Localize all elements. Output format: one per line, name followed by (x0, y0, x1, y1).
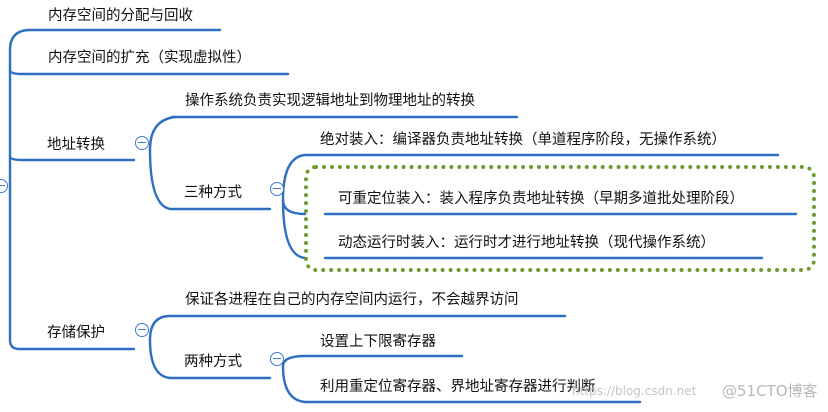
branch-n3b2 (281, 198, 307, 216)
branch-n3b3 (281, 198, 307, 260)
branch-n3b1 (281, 153, 307, 202)
node-os-responsible[interactable]: 操作系统负责实现逻辑地址到物理地址的转换 (185, 93, 475, 109)
node-relocation-registers[interactable]: 利用重定位寄存器、界地址寄存器进行判断 (320, 379, 596, 395)
three-ways-collapse-button[interactable] (270, 182, 284, 196)
node-dynamic-loading[interactable]: 动态运行时装入：运行时才进行地址转换（现代操作系统） (338, 235, 715, 251)
node-process-protection[interactable]: 保证各进程在自己的内存空间内运行，不会越界访问 (185, 292, 519, 308)
branch-trunk-2 (8, 184, 21, 351)
boundary-highlight (304, 165, 816, 272)
two-ways-collapse-button[interactable] (270, 352, 284, 366)
branch-n4b2 (281, 364, 307, 404)
branch-n3 (8, 154, 24, 162)
branch-n3a (148, 115, 177, 152)
node-address-translation[interactable]: 地址转换 (47, 137, 105, 153)
branch-n4a (148, 314, 172, 342)
node-two-ways[interactable]: 两种方式 (184, 354, 242, 370)
node-memory-expansion[interactable]: 内存空间的扩充（实现虚拟性） (48, 50, 251, 66)
node-relocatable-loading[interactable]: 可重定位装入：装入程序负责地址转换（早期多道批处理阶段） (338, 191, 744, 207)
watermark-url: https://blog.csdn.net (572, 384, 697, 398)
watermark-brand: @51CTO博客 (722, 382, 818, 400)
node-absolute-loading[interactable]: 绝对装入：编译器负责地址转换（单道程序阶段，无操作系统） (320, 132, 726, 148)
node-three-ways[interactable]: 三种方式 (184, 185, 242, 201)
branch-n2 (8, 68, 24, 76)
branch-n4b (148, 338, 172, 380)
branch-trunk (8, 28, 32, 188)
address-translation-collapse-button[interactable] (135, 136, 149, 150)
node-memory-allocation[interactable]: 内存空间的分配与回收 (48, 8, 193, 24)
node-bound-registers[interactable]: 设置上下限寄存器 (320, 334, 436, 350)
node-storage-protection[interactable]: 存储保护 (47, 325, 105, 341)
storage-protection-collapse-button[interactable] (135, 323, 149, 337)
branch-n3b (148, 148, 172, 211)
branch-n4b1 (281, 354, 307, 368)
